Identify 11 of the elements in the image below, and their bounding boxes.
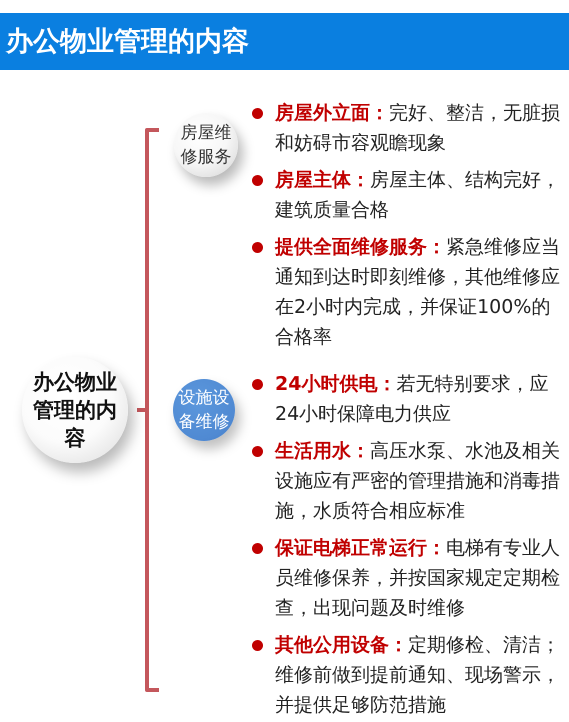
list-item-text: 提供全面维修服务：紧急维修应当通知到达时即刻维修，其他维修应在2小时内完成，并保证100%的合格率 — [275, 235, 561, 350]
list-item-text: 生活用水：高压水泵、水池及相关设施应有严密的管理措施和消毒措施，水质符合相应标准 — [275, 439, 561, 524]
list-item-text: 其他公用设备：定期修检、清洁；维修前做到提前通知、现场警示，并提供足够防范措施 — [275, 633, 561, 718]
title: 办公物业管理的内容 — [6, 25, 249, 58]
category-circle: 设施设备维修 — [173, 379, 235, 441]
list-item-text: 24小时供电：若无特别要求，应24小时保障电力供应 — [275, 372, 550, 427]
list-item-text: 房屋外立面：完好、整洁，无脏损和妨碍市容观瞻现象 — [275, 101, 561, 156]
list-item-text: 房屋主体：房屋主体、结构完好，建筑质量合格 — [275, 168, 561, 223]
topic-circle: 办公物业管理的内容 — [22, 357, 128, 463]
category-circle: 房屋维修服务 — [174, 113, 238, 177]
list-item-text: 保证电梯正常运行：电梯有专业人员维修保养，并按国家规定定期检查，出现问题及时维修 — [275, 536, 561, 621]
